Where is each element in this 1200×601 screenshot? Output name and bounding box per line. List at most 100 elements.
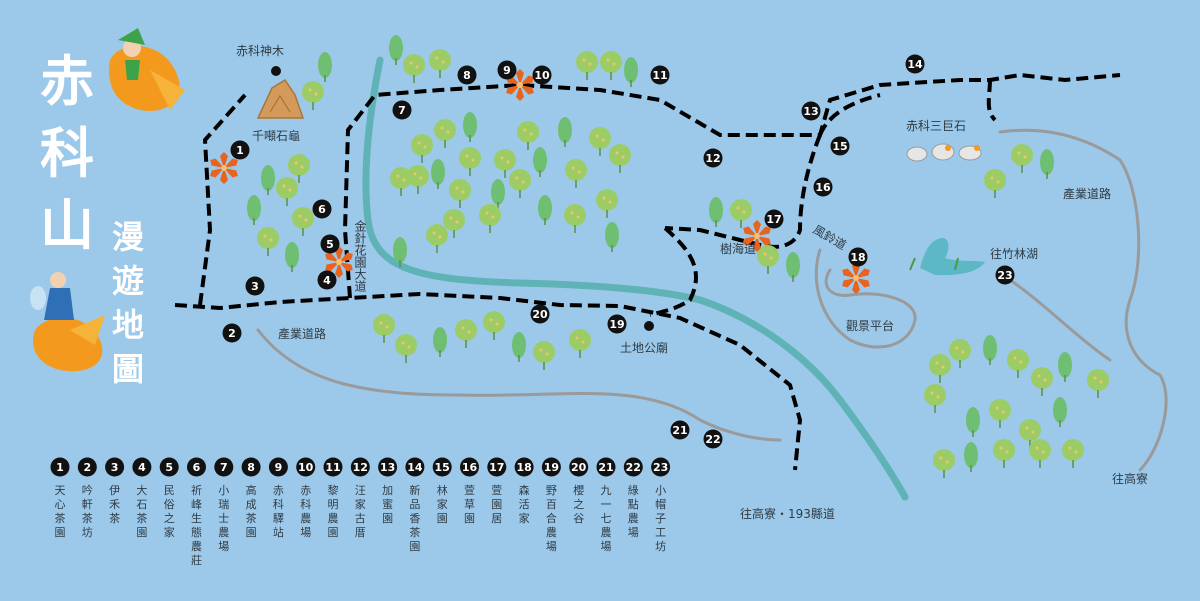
tree-icon: [933, 449, 955, 478]
stop-21[interactable]: 21: [670, 420, 690, 440]
stop-10[interactable]: 10: [532, 65, 552, 85]
label-chike-tree: 赤科神木: [236, 44, 284, 58]
legend-name-char: 家: [519, 511, 530, 525]
tree-icon: [1029, 439, 1051, 468]
legend-name-char: 一: [601, 498, 612, 511]
legend-name-char: 綠: [628, 484, 639, 497]
legend-name-char: 汪: [355, 484, 366, 497]
tree-icon: [624, 57, 638, 87]
legend-name-char: 小: [655, 484, 666, 497]
legend-name-char: 園: [409, 540, 420, 553]
legend-name-char: 小: [218, 484, 229, 497]
legend-name-char: 園: [55, 526, 66, 539]
stop-19[interactable]: 19: [607, 314, 627, 334]
legend-name-char: 園: [464, 512, 475, 525]
tree-icon: [393, 237, 407, 267]
stop-3[interactable]: 3: [245, 276, 265, 296]
stop-2[interactable]: 2: [222, 323, 242, 343]
tree-icon: [302, 81, 324, 110]
stop-15[interactable]: 15: [830, 136, 850, 156]
stop-9[interactable]: 9: [497, 60, 517, 80]
legend-name-char: 坊: [82, 525, 93, 539]
legend-number: 11: [325, 461, 340, 474]
tree-icon: [389, 35, 403, 65]
legend-name-char: 場: [218, 540, 229, 553]
legend-name-char: 科: [273, 497, 284, 511]
industry-roads: [256, 128, 1168, 472]
legend-name-char: 園: [382, 512, 393, 525]
tree-icon: [318, 52, 332, 82]
legend-number: 4: [138, 461, 146, 474]
stop-12[interactable]: 12: [703, 148, 723, 168]
legend-name-char: 林: [437, 483, 448, 497]
stop-18[interactable]: 18: [848, 247, 868, 267]
label-to-gaoliao: 往高寮: [1112, 471, 1148, 486]
stop-8[interactable]: 8: [457, 65, 477, 85]
stop-16[interactable]: 16: [813, 177, 833, 197]
stop-1[interactable]: 1: [230, 140, 250, 160]
stop-number: 9: [503, 64, 511, 77]
legend-item: 7小瑞士農場小瑞士農場: [214, 457, 234, 553]
stop-14[interactable]: 14: [905, 54, 925, 74]
legend-number: 13: [380, 461, 395, 474]
label-golden-needle-road: 金針花園大道: [353, 219, 367, 292]
legend-name-char: 莊: [191, 554, 202, 567]
stop-7[interactable]: 7: [392, 100, 412, 120]
qianlai-rock-icon: [256, 78, 305, 119]
legend-item: 14新品香茶園新品香茶園: [405, 457, 425, 553]
legend-number: 7: [220, 461, 228, 474]
tree-icon: [512, 332, 526, 362]
legend-name-char: 農: [300, 511, 311, 525]
legend-name-char: 谷: [573, 512, 584, 525]
legend-name-char: 帽: [655, 498, 666, 511]
title-char-1: 赤: [40, 49, 94, 113]
legend-name-char: 明: [328, 498, 339, 511]
tree-icon: [1058, 352, 1072, 382]
fairy-bottom-icon: [30, 272, 105, 372]
lily-icon: [743, 220, 771, 252]
tree-icon: [1007, 349, 1029, 378]
tree-icon: [964, 442, 978, 472]
label-three-rocks: 赤科三巨石: [906, 119, 966, 133]
legend-name-char: 加: [382, 484, 393, 497]
title-char-2: 科: [40, 121, 94, 185]
legend-name-char: 森: [519, 483, 530, 497]
road-zhulin: [1008, 278, 1112, 362]
legend-name-char: 場: [300, 526, 311, 539]
stop-11[interactable]: 11: [650, 65, 670, 85]
legend-name-char: 萱: [491, 484, 502, 497]
tree-icon: [426, 224, 448, 253]
stop-5[interactable]: 5: [320, 234, 340, 254]
tree-icon: [984, 169, 1006, 198]
legend-name-char: 赤: [273, 484, 284, 497]
legend-number: 3: [111, 461, 119, 474]
stop-17[interactable]: 17: [764, 209, 784, 229]
stop-22[interactable]: 22: [703, 429, 723, 449]
stop-4[interactable]: 4: [317, 270, 337, 290]
legend-name-char: 軒: [82, 498, 93, 511]
legend-name-char: 家: [437, 497, 448, 511]
stop-number: 22: [705, 433, 720, 446]
tree-icon: [600, 51, 622, 80]
map-subtitle: 漫 遊 地 圖: [112, 218, 144, 388]
legend-name-char: 園: [491, 498, 502, 511]
tree-icon: [993, 439, 1015, 468]
stop-23[interactable]: 23: [995, 265, 1015, 285]
legend-name-char: 士: [218, 512, 229, 525]
legend-item: 2吟軒茶坊吟軒茶坊: [77, 457, 97, 539]
tree-icon: [479, 204, 501, 233]
three-rocks-icon: [906, 143, 982, 162]
stop-13[interactable]: 13: [801, 101, 821, 121]
stop-20[interactable]: 20: [530, 304, 550, 324]
stop-6[interactable]: 6: [312, 199, 332, 219]
legend-name-char: 民: [164, 484, 175, 497]
legend-number: 14: [407, 461, 423, 474]
tree-icon: [509, 169, 531, 198]
legend-name-char: 場: [601, 540, 612, 553]
legend-name-char: 站: [273, 525, 284, 539]
legend-number: 8: [247, 461, 255, 474]
legend-name-char: 吟: [82, 483, 93, 497]
tree-icon: [533, 341, 555, 370]
tree-icon: [569, 329, 591, 358]
tree-icon: [395, 334, 417, 363]
